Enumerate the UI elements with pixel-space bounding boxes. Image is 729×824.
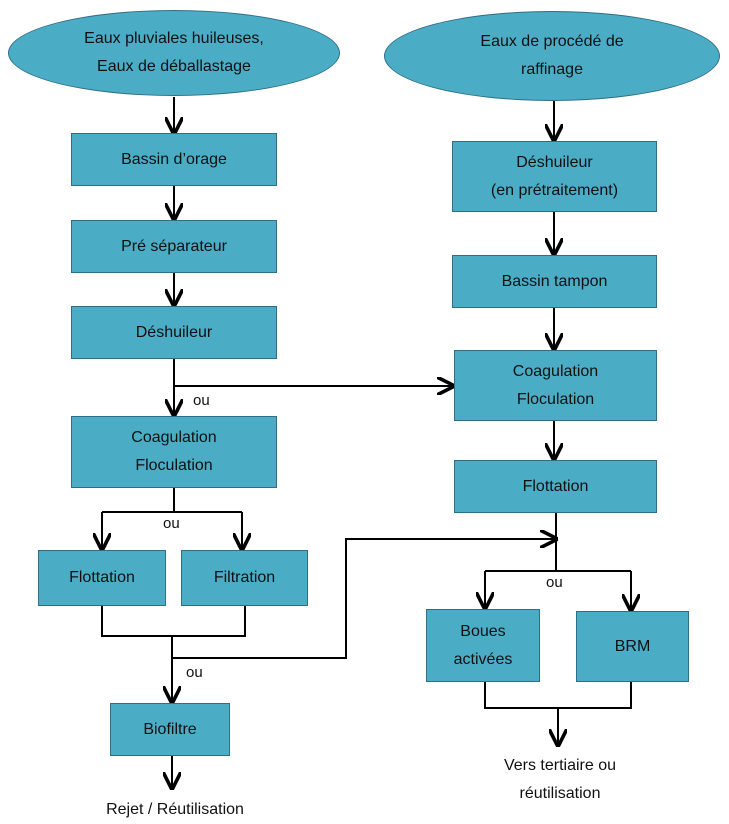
box-coagulation-right: Coagulation Floculation — [454, 350, 657, 421]
outlet-vers-tertiaire: Vers tertiaire ou réutilisation — [503, 757, 617, 802]
box-bassin-tampon: Bassin tampon — [452, 255, 657, 308]
box-flottation-right: Flottation — [454, 460, 657, 513]
box-filtration: Filtration — [181, 550, 308, 606]
or-label: ou — [186, 664, 203, 681]
box-boues-activees: Boues activées — [426, 609, 540, 682]
or-label: ou — [193, 392, 210, 409]
source-oily-rainwater: Eaux pluviales huileuses, Eaux de déball… — [8, 10, 340, 96]
split-flottation-to-bio — [485, 513, 557, 572]
arrow-merge-to-right-flottation-output — [172, 539, 556, 659]
box-deshuileur-left: Déshuileur — [71, 306, 277, 359]
merge-filters — [101, 606, 246, 637]
outlet-rejet-reutilisation: Rejet / Réutilisation — [106, 801, 244, 818]
box-flottation-left: Flottation — [38, 550, 166, 606]
box-deshuileur-right: Déshuileur (en prétraitement) — [452, 141, 657, 212]
or-label: ou — [546, 574, 563, 591]
merge-bio — [484, 682, 632, 709]
box-coagulation-left: Coagulation Floculation — [71, 416, 277, 488]
box-pre-separateur: Pré séparateur — [71, 220, 277, 273]
box-brm: BRM — [576, 611, 689, 682]
source-refining-process-water: Eaux de procédé de raffinage — [384, 11, 720, 101]
or-label: ou — [163, 515, 180, 532]
box-bassin-orage: Bassin d’orage — [71, 133, 277, 186]
box-biofiltre: Biofiltre — [110, 703, 230, 756]
split-coagulation-to-filters — [102, 488, 175, 513]
